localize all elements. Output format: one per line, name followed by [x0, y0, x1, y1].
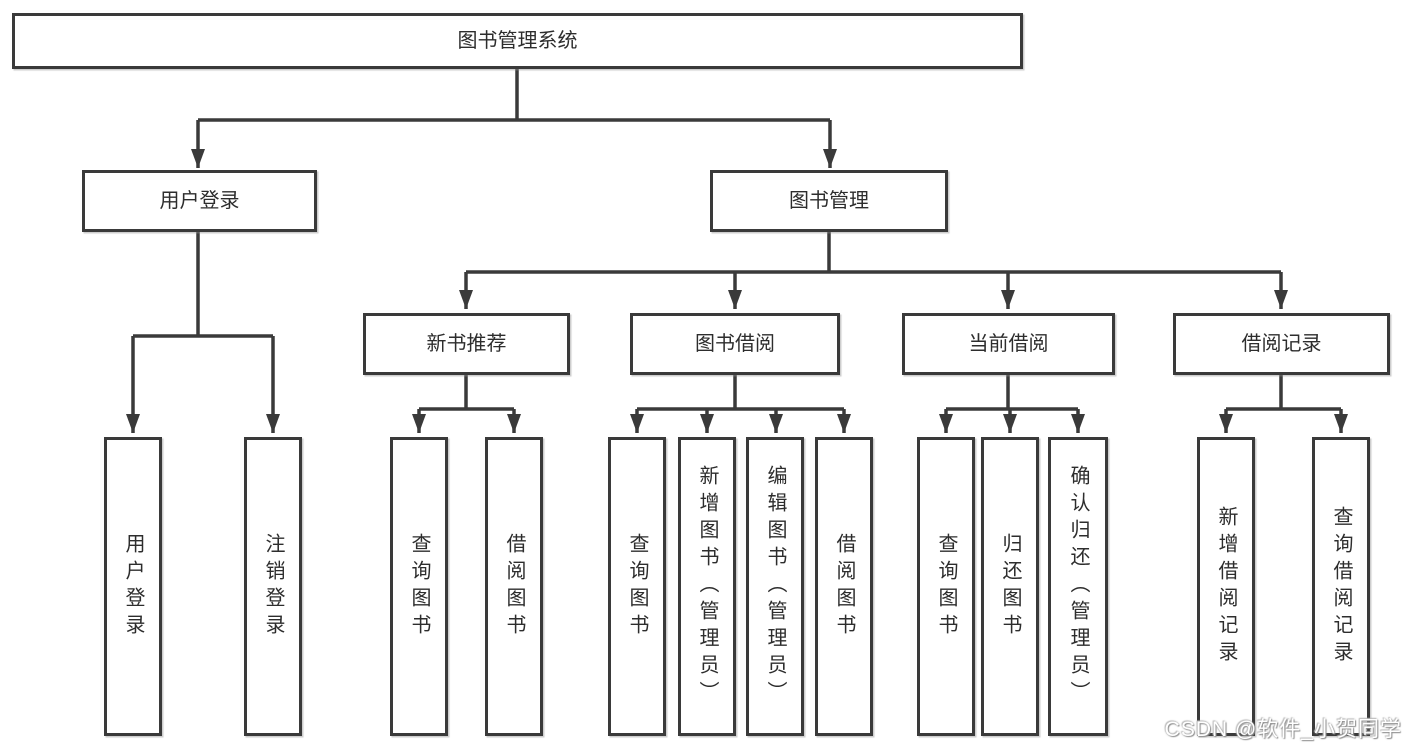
leaf-query-books-borrow: 查询图书	[608, 437, 666, 736]
leaf-user-login: 用户登录	[104, 437, 162, 736]
leaf-query-books-current: 查询图书	[917, 437, 975, 736]
leaf-add-book-admin: 新增图书（管理员）	[678, 437, 736, 736]
leaf-borrow-books-recommend: 借阅图书	[485, 437, 543, 736]
node-borrow-records: 借阅记录	[1173, 313, 1390, 375]
leaf-query-borrow-record: 查询借阅记录	[1312, 437, 1370, 736]
watermark: CSDN @软件_小贺同学	[1164, 718, 1402, 741]
node-book-borrow: 图书借阅	[630, 313, 840, 375]
leaf-query-books-recommend: 查询图书	[390, 437, 448, 736]
leaf-confirm-return-admin: 确认归还（管理员）	[1048, 437, 1108, 736]
node-user-login: 用户登录	[82, 170, 317, 232]
node-book-management: 图书管理	[710, 170, 948, 232]
leaf-borrow-books: 借阅图书	[815, 437, 873, 736]
leaf-logout-login: 注销登录	[244, 437, 302, 736]
node-current-borrow: 当前借阅	[902, 313, 1115, 375]
leaf-add-borrow-record: 新增借阅记录	[1197, 437, 1255, 736]
node-library-system: 图书管理系统	[12, 13, 1023, 69]
leaf-return-books: 归还图书	[981, 437, 1039, 736]
node-new-book-recommend: 新书推荐	[363, 313, 570, 375]
leaf-edit-book-admin: 编辑图书（管理员）	[746, 437, 804, 736]
